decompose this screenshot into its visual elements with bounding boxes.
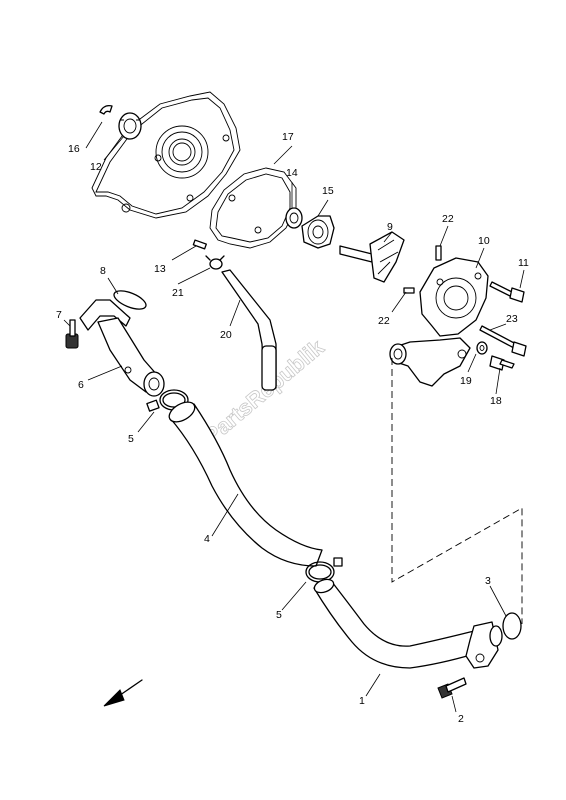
callout-2: 2: [458, 713, 464, 725]
oil-seal: [285, 207, 303, 229]
callout-22a: 22: [442, 213, 454, 225]
outlet-pipe: [79, 299, 165, 397]
callout-9: 9: [387, 221, 393, 233]
dowel-pin-lower: [403, 287, 415, 294]
bolt-11: [489, 281, 525, 303]
o-ring-lower: [502, 612, 522, 640]
callout-3: 3: [485, 575, 491, 587]
breather-hose: [221, 269, 277, 391]
callout-1: 1: [359, 695, 365, 707]
washer: [476, 341, 488, 355]
callout-16: 16: [68, 143, 80, 155]
radiator-hose: [168, 401, 323, 567]
callout-8: 8: [100, 265, 106, 277]
callout-23: 23: [506, 313, 518, 325]
water-pipe: [313, 578, 503, 669]
callout-13: 13: [154, 263, 166, 275]
routing-lines: [391, 358, 523, 624]
callout-15: 15: [322, 185, 334, 197]
bolt-2: [437, 677, 467, 699]
callout-14: 14: [286, 167, 298, 179]
impeller-shaft: [339, 231, 405, 283]
crankcase-cover: [91, 91, 241, 219]
callout-19: 19: [460, 375, 472, 387]
leader-lines: [63, 121, 525, 713]
circlip: [99, 104, 113, 115]
callout-10: 10: [478, 235, 490, 247]
dowel-pin-left: [192, 239, 207, 250]
bolt-7: [65, 319, 79, 349]
callout-6: 6: [78, 379, 84, 391]
arrow-front-left-icon: [103, 679, 143, 707]
callout-17: 17: [282, 131, 294, 143]
callout-12: 12: [90, 161, 102, 173]
mechanical-seal: [301, 215, 335, 249]
callout-7: 7: [56, 309, 62, 321]
callout-4: 4: [204, 533, 210, 545]
callout-21: 21: [172, 287, 184, 299]
clamp-small: [205, 255, 225, 270]
callout-20: 20: [220, 329, 232, 341]
water-pump-housing: [389, 257, 489, 387]
bolt-23: [479, 325, 527, 357]
bearing: [118, 112, 142, 140]
callout-18: 18: [490, 395, 502, 407]
callout-5a: 5: [128, 433, 134, 445]
callout-11: 11: [518, 257, 529, 269]
dowel-pin-upper: [435, 245, 442, 261]
bolt-18: [489, 355, 515, 371]
callout-22b: 22: [378, 315, 390, 327]
gasket: [209, 167, 297, 249]
callout-5b: 5: [276, 609, 282, 621]
callout-labels: 1 2 3 4 5 5 6 7 8 9 10 11 12 13 14 15 16…: [56, 131, 529, 725]
o-ring-upper: [113, 290, 147, 310]
